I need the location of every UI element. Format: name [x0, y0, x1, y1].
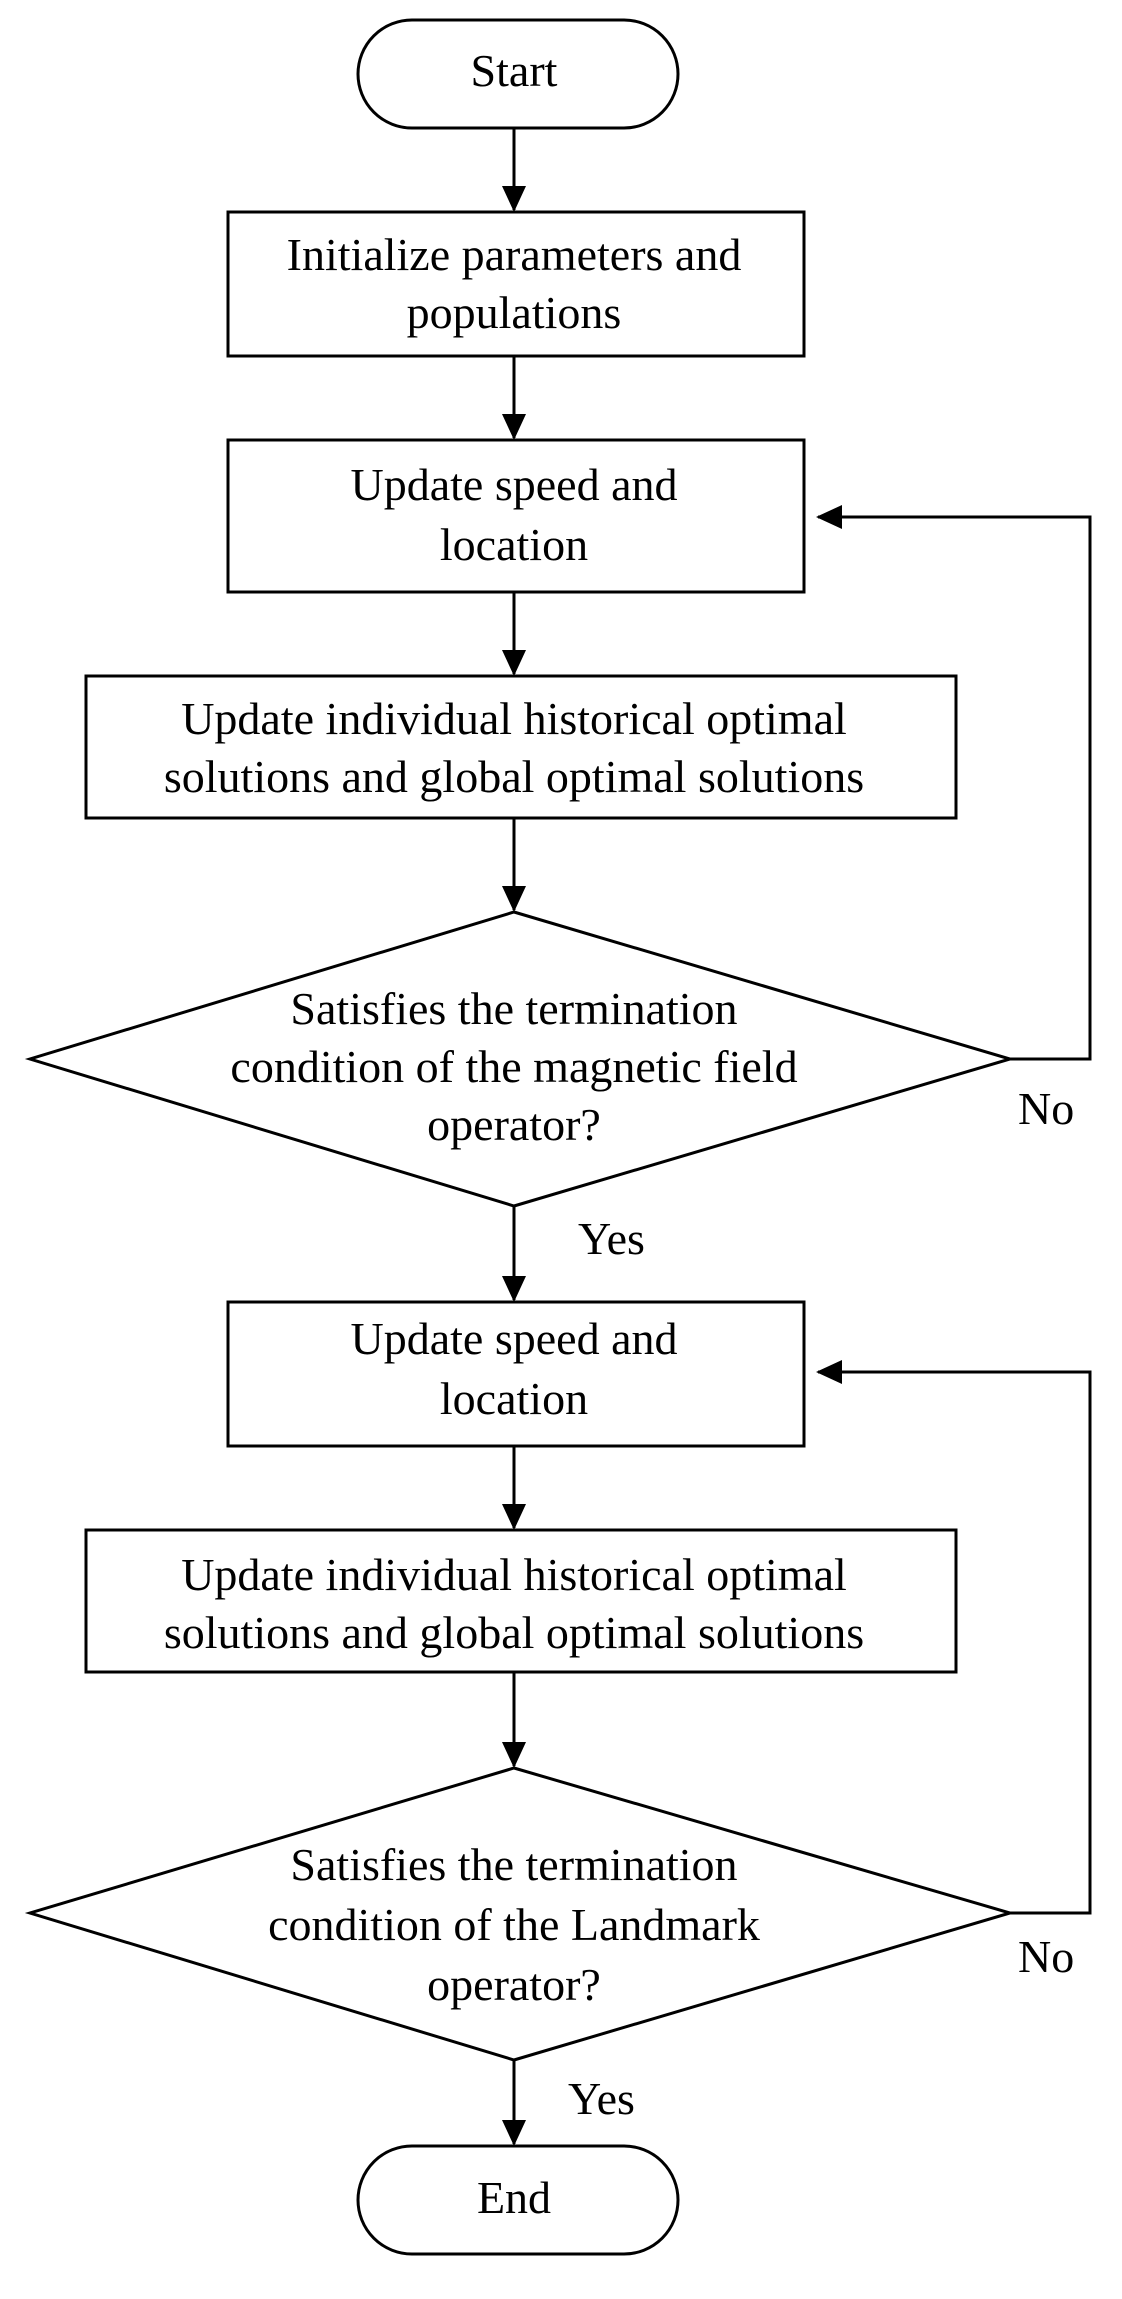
update-speed-2-box: [226, 1300, 806, 1448]
update-speed-1-label-line-2: location: [440, 519, 588, 570]
node-update-speed-1: Update speed and location: [226, 438, 806, 594]
node-start: Start: [356, 18, 680, 130]
update-optimal-2-box: [84, 1528, 958, 1674]
edge-label-landmark-no: No: [1018, 1931, 1074, 1982]
start-terminal: [356, 18, 680, 130]
decision-landmark-label-line-2: condition of the Landmark: [268, 1899, 760, 1950]
end-terminal: [356, 2144, 680, 2256]
node-init: Initialize parameters and populations: [226, 210, 806, 358]
update-optimal-1-box: [84, 674, 958, 820]
node-decision-magnetic: Satisfies the termination condition of t…: [24, 910, 1016, 1208]
init-label-line-2: populations: [407, 287, 622, 338]
node-update-speed-2: Update speed and location: [226, 1300, 806, 1448]
node-end: End: [356, 2144, 680, 2256]
decision-landmark-label-line-1: Satisfies the termination: [290, 1839, 737, 1890]
update-speed-1-box: [226, 438, 806, 594]
edge-label-magnetic-no: No: [1018, 1083, 1074, 1134]
update-optimal-2-label-line-1: Update individual historical optimal: [181, 1549, 847, 1600]
end-label: End: [477, 2172, 551, 2223]
decision-magnetic-diamond: [24, 910, 1016, 1208]
update-optimal-2-label-line-2: solutions and global optimal solutions: [164, 1607, 864, 1658]
edge-labels: Yes No Yes No: [568, 1083, 1074, 2124]
decision-landmark-diamond: [24, 1766, 1016, 2062]
decision-magnetic-label-line-3: operator?: [427, 1099, 601, 1150]
start-label: Start: [471, 45, 558, 96]
update-speed-2-label-line-2: location: [440, 1373, 588, 1424]
update-optimal-1-label-line-1: Update individual historical optimal: [181, 693, 847, 744]
decision-landmark-label-line-3: operator?: [427, 1959, 601, 2010]
connectors: [502, 128, 1092, 2146]
decision-magnetic-label-line-1: Satisfies the termination: [290, 983, 737, 1034]
edge-label-landmark-yes: Yes: [568, 2073, 635, 2124]
init-label-line-1: Initialize parameters and: [287, 229, 742, 280]
edge-label-magnetic-yes: Yes: [578, 1213, 645, 1264]
update-optimal-1-label-line-2: solutions and global optimal solutions: [164, 751, 864, 802]
node-decision-landmark: Satisfies the termination condition of t…: [24, 1766, 1016, 2062]
decision-magnetic-label-line-2: condition of the magnetic field: [230, 1041, 797, 1092]
node-update-optimal-1: Update individual historical optimal sol…: [84, 674, 958, 820]
edge-decision-magnetic-no: [816, 505, 1092, 1061]
edge-decision-landmark-no: [816, 1360, 1092, 1915]
update-speed-1-label-line-1: Update speed and: [351, 459, 678, 510]
init-process-box: [226, 210, 806, 358]
node-update-optimal-2: Update individual historical optimal sol…: [84, 1528, 958, 1674]
update-speed-2-label-line-1: Update speed and: [351, 1313, 678, 1364]
